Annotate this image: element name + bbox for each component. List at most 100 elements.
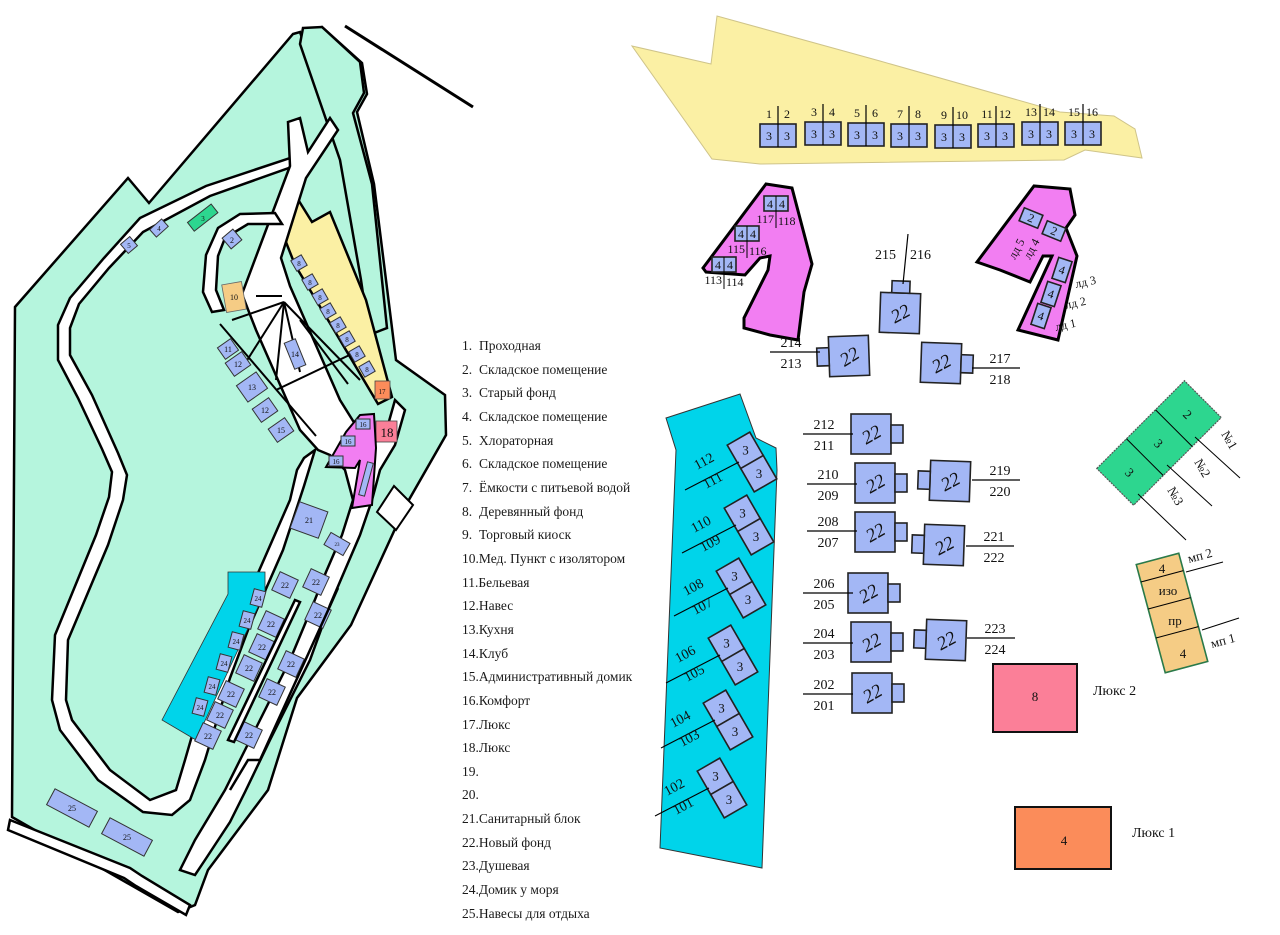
building-22[interactable] bbox=[271, 571, 299, 599]
comfort-room-ld5[interactable] bbox=[1018, 206, 1044, 230]
room-number: 203 bbox=[814, 648, 835, 663]
building-22[interactable] bbox=[257, 610, 285, 638]
green-block-body[interactable] bbox=[1095, 379, 1223, 507]
lux-1-building[interactable] bbox=[1014, 806, 1112, 870]
building-24[interactable] bbox=[215, 653, 233, 673]
territory-strip bbox=[298, 25, 389, 337]
building-10[interactable] bbox=[221, 281, 247, 313]
room-capacity: 4 bbox=[767, 197, 773, 211]
building-4-label: 4 bbox=[157, 225, 161, 233]
sea-house[interactable] bbox=[739, 454, 778, 493]
green-label-2: №2 bbox=[1191, 456, 1213, 480]
building-8-label: 8 bbox=[308, 279, 312, 287]
green-block-leaders bbox=[1137, 436, 1241, 541]
comfort-room-ld3[interactable] bbox=[1050, 256, 1074, 284]
building-16[interactable] bbox=[355, 418, 371, 430]
legend-number: 11. bbox=[462, 574, 479, 590]
sea-house[interactable] bbox=[736, 517, 775, 556]
building-22-label: 22 bbox=[204, 732, 212, 741]
building-24[interactable] bbox=[203, 676, 221, 696]
sea-house[interactable] bbox=[728, 580, 767, 619]
room-capacity: 4 bbox=[779, 197, 785, 211]
sea-house[interactable] bbox=[715, 712, 754, 751]
building-25-label: 25 bbox=[68, 804, 76, 813]
room-number: 201 bbox=[814, 699, 835, 714]
building-8[interactable] bbox=[338, 330, 356, 348]
building-8[interactable] bbox=[348, 345, 366, 363]
lux-2-building[interactable] bbox=[992, 663, 1078, 733]
building-23[interactable] bbox=[323, 531, 351, 557]
legend-label: Проходная bbox=[479, 338, 541, 353]
legend-item: 22.Новый фонд bbox=[462, 831, 662, 855]
building-22[interactable] bbox=[217, 680, 245, 708]
building-22[interactable] bbox=[194, 722, 222, 750]
new-fund-building[interactable] bbox=[850, 621, 892, 663]
med-block-body[interactable] bbox=[1135, 552, 1209, 674]
building-12[interactable] bbox=[224, 351, 252, 377]
building-24[interactable] bbox=[227, 631, 245, 651]
legend-label: Мед. Пункт с изолятором bbox=[478, 550, 626, 566]
legend-number: 4. bbox=[462, 408, 473, 424]
building-8[interactable] bbox=[290, 254, 308, 272]
building-24[interactable] bbox=[191, 697, 209, 717]
building-17[interactable] bbox=[374, 380, 391, 400]
legend-number: 3. bbox=[462, 385, 473, 401]
sea-house[interactable] bbox=[720, 647, 759, 686]
comfort-small-unit[interactable] bbox=[358, 461, 374, 497]
sea-house[interactable] bbox=[709, 780, 748, 819]
building-14[interactable] bbox=[283, 338, 307, 370]
building-12b[interactable] bbox=[251, 397, 279, 423]
room-number: 16 bbox=[1086, 105, 1098, 119]
building-24[interactable] bbox=[238, 610, 256, 630]
legend-item: 24.Домик у моря bbox=[462, 878, 662, 902]
new-fund-building[interactable] bbox=[854, 462, 896, 504]
building-22[interactable] bbox=[302, 568, 330, 596]
building-8[interactable] bbox=[319, 302, 337, 320]
med-label-2: мп 2 bbox=[1186, 545, 1214, 566]
building-15[interactable] bbox=[267, 417, 295, 443]
legend-label: Навес bbox=[478, 598, 514, 614]
legend-number: 23. bbox=[462, 858, 479, 874]
comfort-room-ld1[interactable] bbox=[1029, 302, 1053, 330]
building-25[interactable] bbox=[45, 788, 99, 828]
building-22[interactable] bbox=[235, 654, 263, 682]
legend-item: 20. bbox=[462, 783, 662, 807]
legend-label: Домик у моря bbox=[478, 882, 559, 898]
building-8[interactable] bbox=[311, 288, 329, 306]
building-13[interactable] bbox=[235, 371, 269, 403]
building-8-label: 8 bbox=[355, 351, 359, 359]
building-4[interactable] bbox=[149, 218, 169, 238]
room-capacity: 3 bbox=[745, 592, 752, 607]
building-8[interactable] bbox=[301, 273, 319, 291]
building-8[interactable] bbox=[358, 360, 376, 378]
building-8[interactable] bbox=[329, 316, 347, 334]
building-24[interactable] bbox=[249, 588, 267, 608]
room-capacity: 3 bbox=[897, 129, 903, 143]
room-capacity: 3 bbox=[712, 769, 719, 784]
building-22[interactable] bbox=[277, 650, 305, 678]
building-22[interactable] bbox=[304, 601, 332, 629]
building-22[interactable] bbox=[206, 701, 234, 729]
wooden-fund-houses: 8 8 8 8 8 8 8 8 bbox=[290, 254, 376, 378]
building-5[interactable] bbox=[119, 235, 139, 255]
building-21[interactable] bbox=[289, 501, 329, 539]
legend-number: 9. bbox=[462, 527, 473, 543]
legend-item: 10.Мед. Пункт с изолятором bbox=[462, 547, 662, 571]
building-11[interactable] bbox=[216, 337, 240, 361]
building-24-label: 24 bbox=[221, 660, 229, 668]
legend-number: 8. bbox=[462, 503, 473, 519]
comfort-room-ld4[interactable] bbox=[1041, 219, 1067, 243]
building-22[interactable] bbox=[258, 678, 286, 706]
overview-map: 2 3 4 5 10 8 8 8 8 8 8 8 8 bbox=[6, 24, 474, 917]
legend-item: 13.Кухня bbox=[462, 618, 662, 642]
building-25[interactable] bbox=[100, 817, 154, 857]
building-3[interactable] bbox=[186, 203, 219, 232]
comfort-room-ld2[interactable] bbox=[1039, 280, 1063, 308]
building-16[interactable] bbox=[340, 435, 356, 447]
building-16[interactable] bbox=[328, 455, 344, 467]
room-capacity: 4 bbox=[727, 258, 733, 272]
building-2[interactable] bbox=[221, 228, 243, 250]
annex bbox=[916, 470, 932, 491]
room-number: 13 bbox=[1025, 105, 1037, 119]
